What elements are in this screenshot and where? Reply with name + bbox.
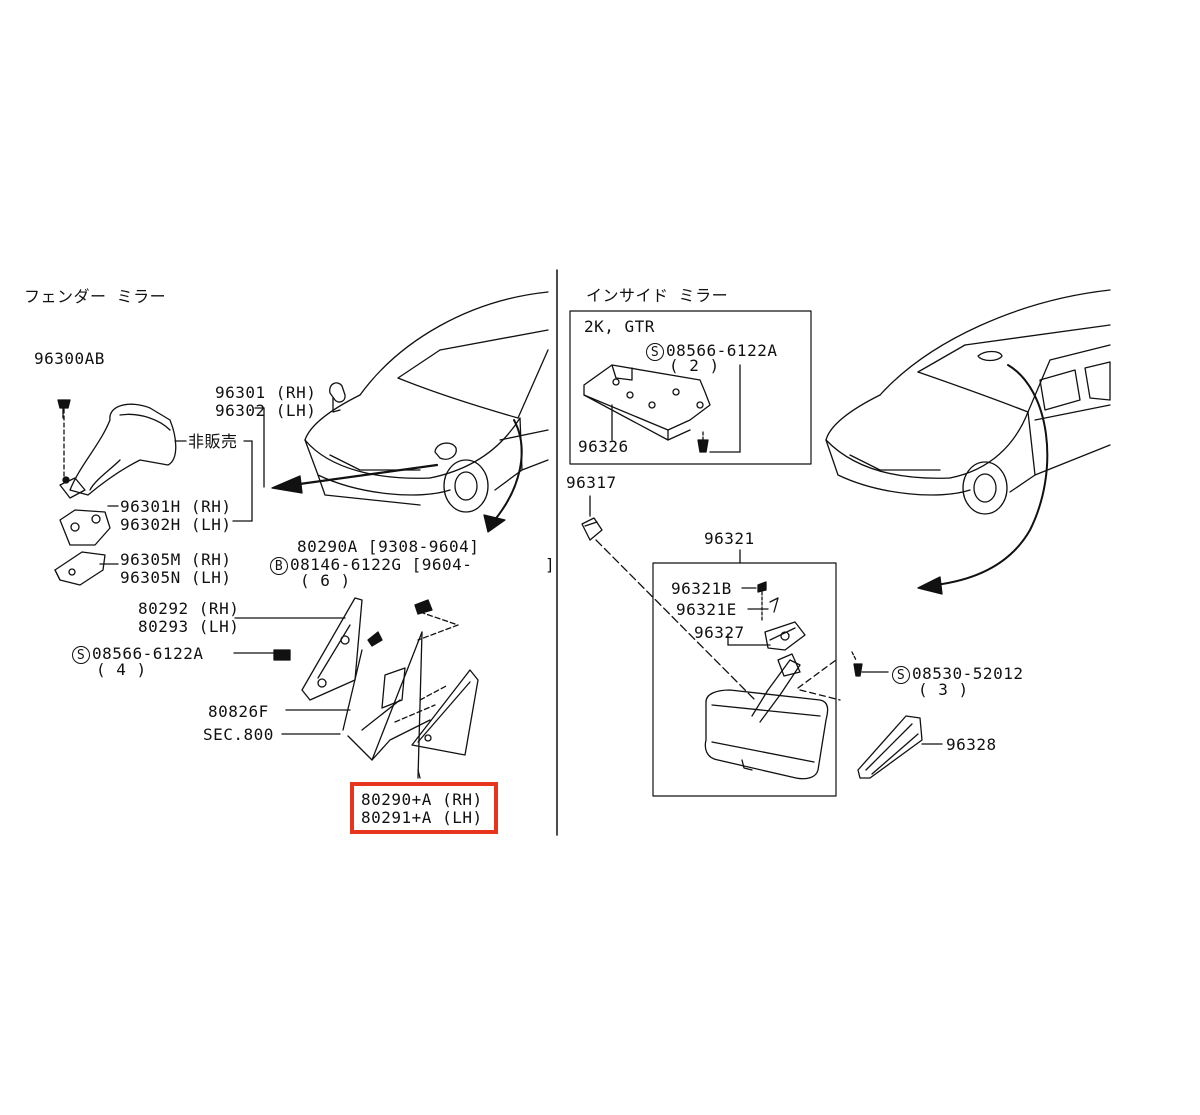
box-96321 (652, 562, 837, 797)
part-96321b[interactable]: 96321B (671, 579, 732, 598)
box-2k-gtr (569, 310, 812, 465)
part-96326[interactable]: 96326 (578, 437, 629, 456)
box-label-2k-gtr: 2K, GTR (584, 317, 655, 336)
rear-view-mirror-illustration (704, 581, 841, 780)
part-08146-number: 08146-6122G [9604- (290, 555, 473, 574)
part-96305n-lh[interactable]: 96305N (LH) (120, 568, 232, 587)
qty-08566-left: ( 4 ) (96, 660, 147, 679)
s-symbol: S (646, 342, 664, 361)
part-08566-number: 08566-6122A (666, 341, 778, 360)
part-96301-rh[interactable]: 96301 (RH) (215, 383, 317, 402)
arrow-to-inside-mirror (934, 364, 1049, 586)
bracket-close: ] (545, 555, 556, 574)
arrow-to-door-corner (492, 419, 523, 523)
s-symbol: S (892, 665, 910, 684)
part-96321[interactable]: 96321 (704, 529, 755, 548)
part-80291pa-lh[interactable]: 80291+A (LH) (361, 808, 483, 827)
arrowhead-door (483, 514, 506, 533)
sec-800-ref[interactable]: SEC.800 (203, 725, 274, 744)
part-96302h-lh[interactable]: 96302H (LH) (120, 515, 232, 534)
b-symbol: B (270, 556, 288, 575)
qty-08566-right: ( 2 ) (669, 356, 720, 375)
part-96317[interactable]: 96317 (566, 473, 617, 492)
qty-08146: ( 6 ) (300, 571, 351, 590)
part-96300ab[interactable]: 96300AB (34, 349, 105, 368)
arrowhead-fender (271, 475, 303, 494)
section-title-inside-mirror: インサイド ミラー (586, 286, 729, 305)
qty-08530: ( 3 ) (918, 680, 969, 699)
part-08566-number: 08566-6122A (92, 644, 204, 663)
door-corner-parts (301, 597, 479, 779)
part-96305m-rh[interactable]: 96305M (RH) (120, 550, 232, 569)
highlight-box (350, 782, 498, 834)
arrow-to-fender-mirror (276, 463, 439, 489)
fender-mirror-illustration (54, 399, 177, 586)
right-car-illustration (825, 289, 1111, 515)
not-sold-note: 非販売 (188, 432, 238, 451)
tool-96328 (857, 715, 923, 779)
arrowhead-inside (917, 576, 943, 595)
part-08530-number: 08530-52012 (912, 664, 1024, 683)
part-96301h-rh[interactable]: 96301H (RH) (120, 497, 232, 516)
part-96321e[interactable]: 96321E (676, 600, 737, 619)
s-symbol: S (72, 645, 90, 664)
part-96327[interactable]: 96327 (694, 623, 745, 642)
part-96328[interactable]: 96328 (946, 735, 997, 754)
part-96302-lh[interactable]: 96302 (LH) (215, 401, 317, 420)
section-title-fender-mirror: フェンダー ミラー (24, 287, 167, 306)
part-80826f[interactable]: 80826F (208, 702, 269, 721)
part-80290a[interactable]: 80290A [9308-9604] (297, 537, 480, 556)
clip-96317 (581, 517, 603, 541)
part-80293-lh[interactable]: 80293 (LH) (138, 617, 240, 636)
part-80292-rh[interactable]: 80292 (RH) (138, 599, 240, 618)
part-80290pa-rh[interactable]: 80290+A (RH) (361, 790, 483, 809)
